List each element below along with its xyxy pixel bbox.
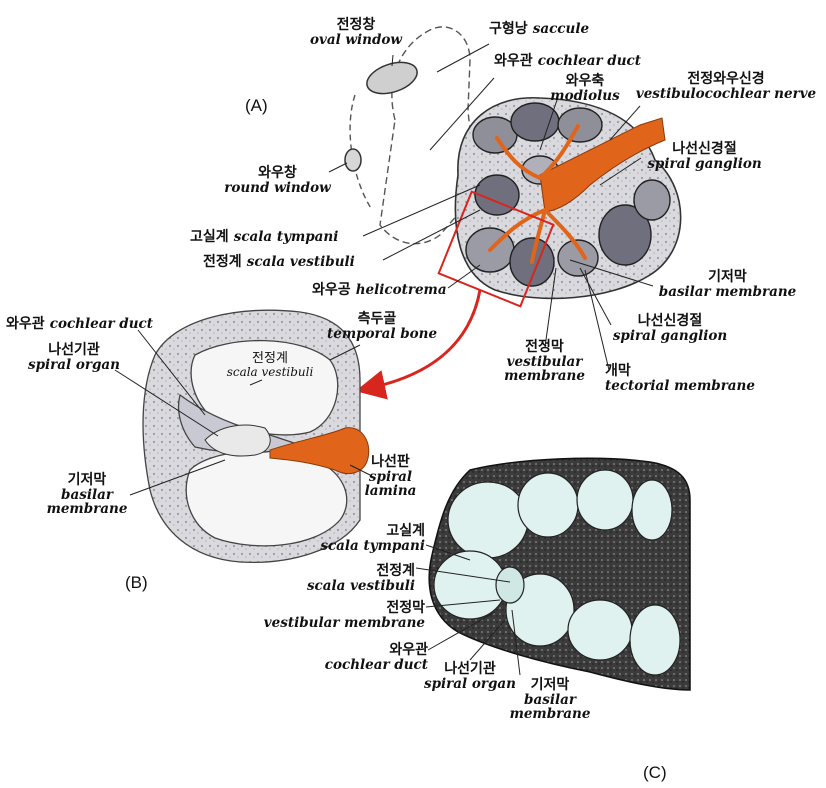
label-vestibular-membrane-a: 전정막 vestibular membrane bbox=[504, 339, 585, 384]
round-window-shape bbox=[344, 148, 362, 172]
label-round-window: 와우창 round window bbox=[224, 165, 331, 196]
panel-c-leaders bbox=[415, 544, 521, 676]
label-vestibulocochlear-nerve: 전정와우신경 vestibulocochlear nerve bbox=[635, 71, 817, 102]
micrograph-chambers bbox=[433, 469, 681, 676]
label-basilar-membrane-c: 기저막 basilar membrane bbox=[509, 677, 591, 722]
label-scala-vestibuli-a: 전정계 scala vestibuli bbox=[203, 254, 355, 270]
spiral-lamina-shape bbox=[269, 427, 370, 474]
label-spiral-ganglion-a2: 나선신경절 spiral ganglion bbox=[612, 313, 728, 344]
oval-window-shape bbox=[366, 61, 418, 95]
panel-a-leaders bbox=[328, 43, 654, 371]
label-scala-tympani-a: 고실계 scala tympani bbox=[190, 229, 339, 245]
label-spiral-ganglion-a1: 나선신경절 spiral ganglion bbox=[647, 141, 762, 172]
label-temporal-bone: 측두골 temporal bone bbox=[327, 311, 438, 342]
vestibulocochlear-nerve-shape bbox=[539, 117, 666, 213]
panel-a-drawing bbox=[328, 26, 682, 400]
label-basilar-membrane-a: 기저막 basilar membrane bbox=[658, 269, 797, 300]
label-saccule: 구형낭 saccule bbox=[489, 21, 590, 37]
label-spiral-lamina: 나선판 spiral lamina bbox=[364, 454, 417, 499]
panel-label-b: (B) bbox=[125, 573, 148, 592]
label-helicotrema: 와우공 helicotrema bbox=[312, 282, 447, 298]
label-scala-vestibuli-b: 전정계 scala vestibuli bbox=[226, 351, 314, 379]
spiral-organ-shape bbox=[204, 424, 271, 457]
label-basilar-membrane-b: 기저막 basilar membrane bbox=[46, 472, 128, 517]
panel-b-leaders bbox=[114, 329, 371, 496]
label-scala-vestibuli-c: 전정계 scala vestibuli bbox=[306, 563, 415, 594]
semicircular-canal-stub bbox=[349, 94, 373, 211]
panel-b-drawing bbox=[114, 309, 371, 564]
label-vestibular-membrane-c: 전정막 vestibular membrane bbox=[263, 600, 425, 631]
spiral-ganglion-branches bbox=[488, 124, 587, 264]
panel-c-drawing bbox=[415, 457, 691, 691]
vestibule-outline bbox=[379, 26, 476, 245]
label-oval-window: 전정창 oval window bbox=[309, 17, 403, 48]
panel-label-c: (C) bbox=[643, 763, 667, 782]
label-spiral-organ-b: 나선기관 spiral organ bbox=[28, 342, 120, 373]
zoom-box bbox=[437, 190, 555, 308]
label-tectorial-membrane: 개막 tectorial membrane bbox=[605, 363, 755, 394]
label-cochlear-duct-a: 와우관 cochlear duct bbox=[494, 53, 641, 69]
label-scala-tympani-c: 고실계 scala tympani bbox=[320, 523, 425, 554]
label-cochlear-duct-b: 와우관 cochlear duct bbox=[6, 316, 153, 332]
label-cochlear-duct-c: 와우관 cochlear duct bbox=[324, 642, 428, 673]
label-modiolus: 와우축 modiolus bbox=[550, 73, 620, 104]
zoom-arrow bbox=[355, 289, 482, 400]
panel-label-a: (A) bbox=[245, 96, 268, 115]
label-spiral-organ-c: 나선기관 spiral organ bbox=[424, 661, 516, 692]
